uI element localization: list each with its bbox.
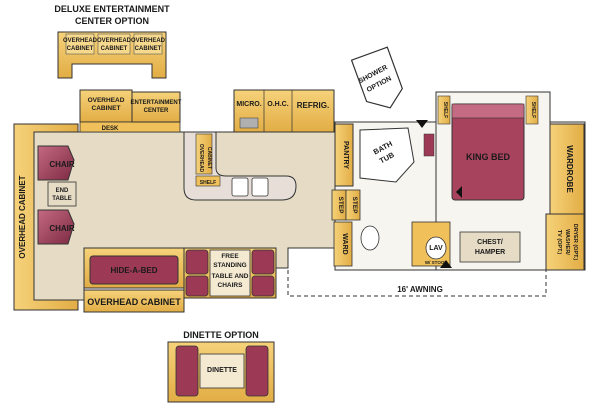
dinette-bench-right	[245, 345, 269, 397]
dinette-table	[199, 353, 245, 389]
deluxe-overhead-mid-l1: OVERHEAD	[97, 38, 132, 44]
overhead-cabinet-top-l2: CABINET	[92, 105, 121, 112]
end-table	[47, 181, 77, 207]
entertainment-center-l1: ENTERTAINMENT	[131, 100, 182, 106]
wardrobe-label: WARDROBE	[565, 145, 574, 193]
sink-right	[251, 177, 269, 197]
rear-entry-marker	[440, 260, 452, 268]
king-bed-headboard	[451, 103, 525, 119]
deluxe-overhead-left	[65, 33, 95, 55]
lav-sink	[425, 236, 447, 260]
dinette-label: DINETTE	[207, 367, 237, 374]
bath-steps	[423, 133, 435, 157]
chest-hamper	[459, 231, 521, 263]
micro-label: MICRO.	[236, 101, 261, 108]
entertainment-center	[131, 91, 181, 123]
king-bed-label: KING BED	[466, 152, 511, 162]
deluxe-entertainment-option: DELUXE ENTERTAINMENT CENTER OPTION OVERH…	[54, 4, 170, 79]
toilet	[360, 225, 380, 251]
dinette-option: DINETTE OPTION DINETTE	[167, 330, 275, 403]
hide-a-bed	[89, 255, 179, 285]
end-table-l2: TABLE	[52, 196, 72, 202]
lav-label: LAV	[429, 245, 443, 252]
awning-label: 16' AWNING	[397, 285, 443, 294]
overhead-cabinet-kitchen-l1: OVERHEAD	[198, 144, 204, 173]
dinette-option-title: DINETTE OPTION	[183, 330, 259, 340]
ohc-label: O.H.C.	[267, 101, 288, 108]
chest-hamper-l1: CHEST/	[477, 239, 503, 246]
stove	[239, 117, 259, 129]
dining-chair-tl	[185, 249, 209, 275]
shelf-right-label: SHELF	[530, 102, 536, 118]
free-standing-l4: CHAIRS	[218, 282, 244, 289]
free-standing-l2: STANDING	[213, 262, 246, 269]
bath-entry-marker	[416, 120, 428, 128]
shelf-kitchen-box	[195, 175, 221, 187]
deluxe-overhead-left-l1: OVERHEAD	[63, 38, 98, 44]
free-standing-l1: FREE	[221, 253, 239, 260]
bath-tub	[359, 127, 415, 183]
desk-label: DESK	[102, 126, 119, 132]
shelf-kitchen-label: SHELF	[200, 180, 216, 186]
dinette-bench-left	[175, 345, 199, 397]
deluxe-overhead-right	[133, 33, 163, 55]
pantry	[334, 123, 354, 187]
shelf-left-box	[437, 95, 451, 125]
chair-bottom	[37, 209, 75, 245]
tv-washer-dryer	[545, 213, 585, 271]
deluxe-overhead-mid-l2: CABINET	[101, 46, 128, 52]
wardrobe	[549, 123, 585, 215]
entertainment-center-l2: CENTER	[144, 108, 169, 114]
deluxe-overhead-mid	[97, 33, 131, 55]
sink-left	[231, 177, 249, 197]
shelf-left-label: SHELF	[442, 102, 448, 118]
pantry-label: PANTRY	[342, 141, 349, 169]
deluxe-overhead-left-l2: CABINET	[67, 46, 94, 52]
refrig-label: REFRIG.	[297, 101, 329, 110]
deluxe-option-title-line2: CENTER OPTION	[75, 16, 149, 26]
deluxe-overhead-right-l2: CABINET	[135, 46, 162, 52]
tv-washer-l2: WASHER/	[564, 229, 570, 255]
step-lower	[345, 189, 361, 221]
dining-chair-br	[251, 275, 275, 297]
dining-table	[209, 249, 251, 297]
chair-top-label: CHAIR	[49, 160, 75, 169]
tv-washer-l3: DRYER (OPT.)	[572, 224, 578, 261]
desk-counter	[79, 121, 181, 133]
main-floor: OVERHEAD CABINET DESK ENTERTAINMENT CENT…	[13, 89, 586, 313]
shower-option-outline	[350, 46, 403, 109]
bed-arrow	[456, 186, 462, 198]
overhead-cabinet-kitchen-l2: CABINET	[206, 147, 212, 169]
end-table-l1: END	[56, 188, 69, 194]
chair-top	[37, 145, 75, 181]
shower-option: SHOWER OPTION	[350, 46, 403, 109]
shelf-right-box	[525, 95, 539, 125]
dining-chair-tr	[251, 249, 275, 275]
deluxe-option-title-line1: DELUXE ENTERTAINMENT	[54, 4, 170, 14]
step-lower-label: STEP	[351, 197, 358, 215]
ward	[333, 221, 353, 267]
overhead-cabinet-kitchen	[195, 133, 213, 175]
hide-a-bed-label: HIDE-A-BED	[110, 266, 157, 275]
deluxe-overhead-right-l1: OVERHEAD	[131, 38, 166, 44]
awning-line	[287, 270, 547, 297]
overhead-cabinet-top-l1: OVERHEAD	[88, 97, 125, 104]
chair-bottom-label: CHAIR	[49, 224, 75, 233]
overhead-cabinet-left-label: OVERHEAD CABINET	[18, 175, 27, 258]
overhead-cabinet-bottom	[83, 289, 185, 313]
chest-hamper-l2: HAMPER	[475, 249, 505, 256]
step-upper-label: STEP	[337, 197, 344, 215]
lav-sub-label: W/ STOOL	[425, 260, 447, 265]
ward-label: WARD	[341, 233, 348, 254]
tv-washer-l1: TV (OPT.)	[556, 230, 562, 255]
overhead-cabinet-bottom-label: OVERHEAD CABINET	[87, 297, 181, 307]
free-standing-l3: TABLE AND	[212, 273, 249, 280]
dining-chair-bl	[185, 275, 209, 297]
